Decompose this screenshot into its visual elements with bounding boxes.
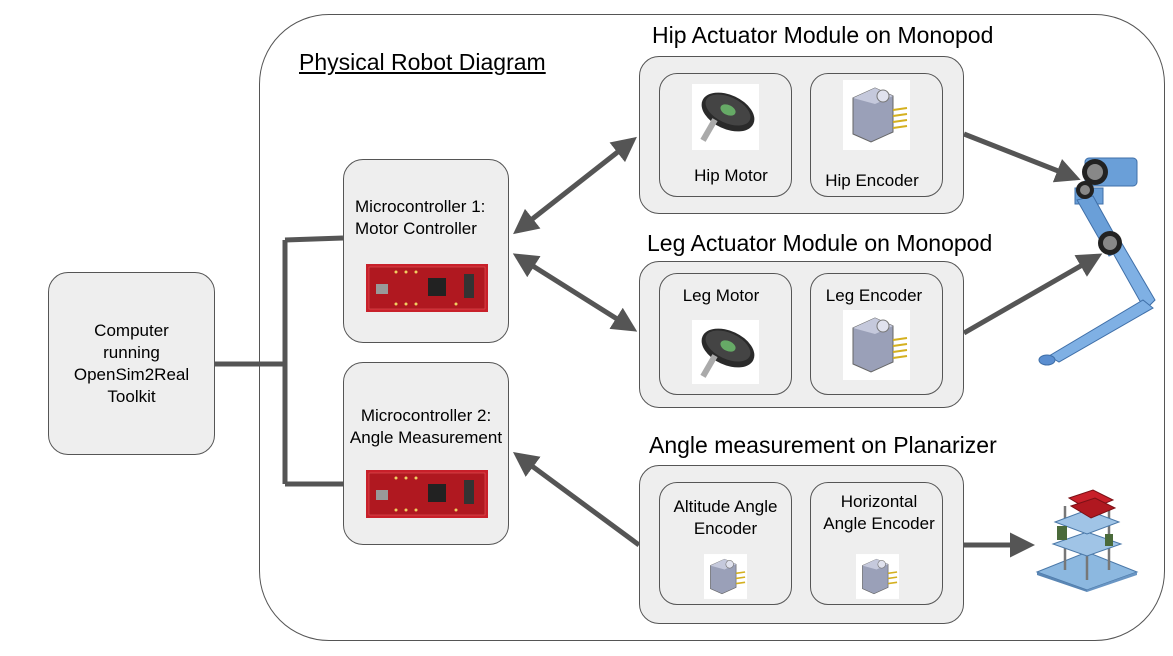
mcu2-label-2: Angle Measurement	[349, 428, 503, 447]
leg-motor-label: Leg Motor	[682, 286, 760, 305]
arrow-mcu1-hip	[513, 136, 637, 235]
computer-box	[48, 272, 215, 455]
hip-motor-icon	[692, 84, 759, 150]
mcu1-box	[343, 159, 509, 343]
computer-label-1: Computer	[94, 321, 169, 340]
arrow-leg-robot	[962, 253, 1103, 336]
horizontal-encoder-label-2: Angle Encoder	[823, 514, 935, 533]
leg-motor-icon	[692, 320, 759, 384]
physical-robot-region	[259, 14, 1165, 641]
hip-encoder-icon	[843, 80, 910, 150]
leg-module-title: Leg Actuator Module on Monopod	[647, 230, 993, 256]
hip-encoder-label: Hip Encoder	[825, 171, 919, 190]
altitude-encoder-label-1: Altitude Angle	[673, 497, 778, 516]
mcu2-board-image	[366, 470, 488, 518]
computer-label-4: Toolkit	[107, 387, 156, 406]
altitude-encoder-label-2: Encoder	[693, 519, 758, 538]
planarizer-title: Angle measurement on Planarizer	[649, 432, 997, 458]
computer-label-3: OpenSim2Real	[73, 365, 190, 384]
computer-label-2: running	[103, 343, 160, 362]
horizontal-encoder-icon	[856, 554, 899, 599]
mcu2-label-1: Microcontroller 2:	[360, 406, 492, 425]
altitude-encoder-box	[659, 482, 792, 605]
mcu1-label-2: Motor Controller	[355, 219, 477, 238]
mcu1-board-image	[366, 264, 488, 312]
horizontal-encoder-label-1: Horizontal	[840, 492, 918, 511]
arrow-hip-robot	[963, 131, 1081, 183]
planarizer-stand-image	[1035, 489, 1139, 592]
altitude-encoder-icon	[704, 554, 747, 599]
arrow-mcu1-leg	[512, 253, 638, 332]
diagram-title: Physical Robot Diagram	[299, 49, 546, 75]
hip-motor-label: Hip Motor	[694, 166, 768, 185]
leg-encoder-label: Leg Encoder	[825, 286, 923, 305]
hip-module-title: Hip Actuator Module on Monopod	[652, 22, 994, 48]
link-bus-mcu1	[284, 235, 344, 243]
arrow-planarizer-mcu2	[512, 452, 641, 548]
leg-encoder-icon	[843, 310, 910, 380]
monopod-robot-image	[1038, 157, 1156, 366]
mcu1-label-1: Microcontroller 1:	[355, 197, 486, 216]
